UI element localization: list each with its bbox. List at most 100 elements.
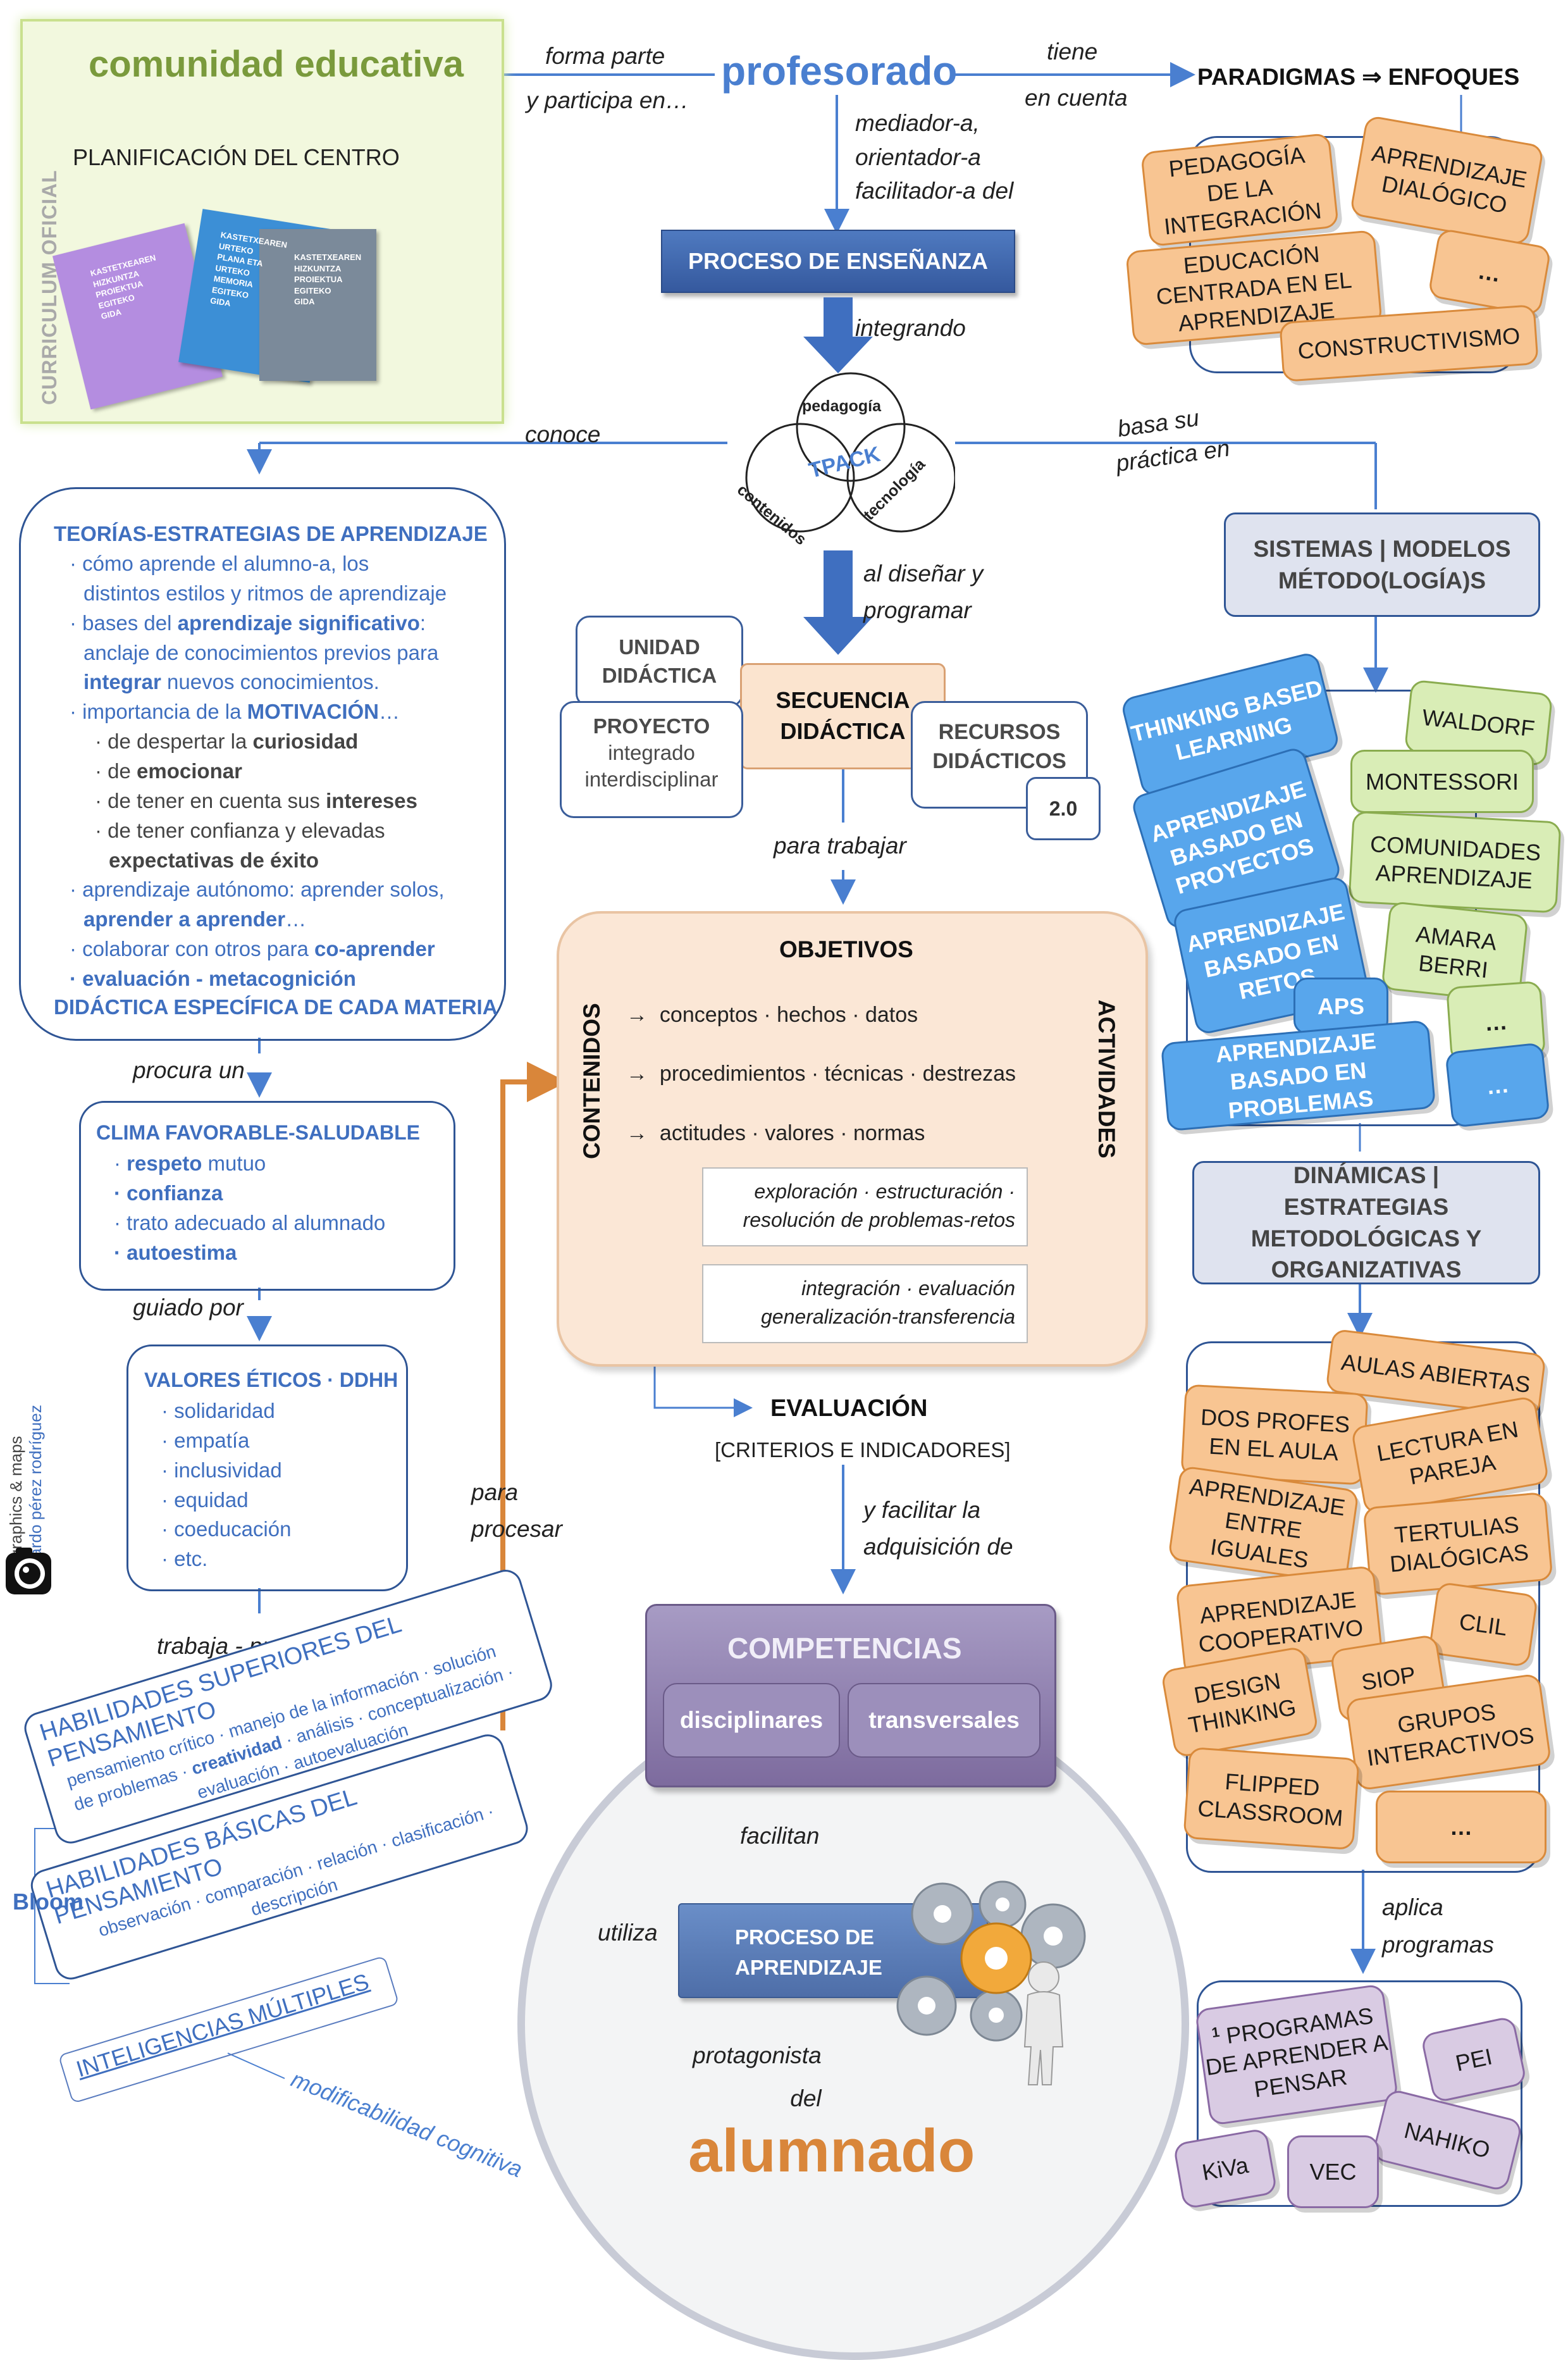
proyecto-sub1: integrado — [608, 741, 695, 764]
bloom-label: Bloom — [13, 1889, 83, 1915]
didactica-label: DIDÁCTICA ESPECÍFICA DE CADA MATERIA — [54, 995, 498, 1019]
estrategia-tertulias: TERTULIAS DIALÓGICAS — [1362, 1491, 1553, 1596]
proceso-ensenanza-label: PROCESO DE ENSEÑANZA — [688, 248, 989, 274]
curriculum-oficial-label: CURRICULUM OFICIAL — [38, 170, 61, 405]
sub-3b: intereses — [326, 788, 417, 812]
clima-1b: respeto — [127, 1152, 202, 1175]
valores-box — [127, 1345, 408, 1591]
teoria-6: · evaluación - metacognición — [70, 967, 356, 991]
tiene-label: tiene — [1047, 39, 1098, 65]
dinamicas-label: DINÁMICAS | ESTRATEGIAS METODOLÓGICAS Y … — [1250, 1162, 1482, 1283]
contenidos-vertical: CONTENIDOS — [579, 1003, 605, 1159]
teoria-2d: anclaje de conocimientos previos para — [83, 640, 439, 664]
clima-list: · respeto mutuo · confianza · trato adec… — [114, 1149, 385, 1267]
obj-arrow-3: → — [626, 1121, 648, 1145]
integrando-label: integrando — [855, 315, 966, 341]
teorias-title: TEORÍAS-ESTRATEGIAS DE APRENDIZAJE — [54, 522, 488, 545]
act1-line2: resolución de problemas-retos — [743, 1208, 1015, 1232]
teoria-2c: : — [419, 611, 426, 635]
valor-2: · empatía — [161, 1428, 250, 1452]
teoria-3c: … — [379, 700, 400, 724]
dinamicas-box: DINÁMICAS | ESTRATEGIAS METODOLÓGICAS Y … — [1192, 1161, 1540, 1284]
web-2-label: 2.0 — [1049, 797, 1078, 820]
disenar-arrow — [803, 550, 873, 655]
participa-label: y participa en… — [526, 87, 689, 113]
competencias-title: COMPETENCIAS — [727, 1632, 962, 1665]
clima-title: CLIMA FAVORABLE-SALUDABLE — [96, 1121, 420, 1144]
clima-4: · autoestima — [114, 1240, 237, 1264]
guiado-label: guiado por — [133, 1295, 244, 1320]
valor-6: · etc. — [161, 1547, 208, 1571]
obj-item-2-label: procedimientos · técnicas · destrezas — [659, 1062, 1016, 1086]
guide-book-3 — [259, 229, 376, 381]
obj-arrow-2: → — [626, 1062, 648, 1086]
teoria-3a: · importancia de la — [70, 700, 247, 724]
procura-label: procura un — [133, 1057, 245, 1083]
estrategia-clil: CLIL — [1428, 1581, 1539, 1668]
proyecto-sub2: interdisciplinar — [584, 767, 719, 791]
teoria-1a: · cómo aprende el alumno-a, los — [70, 552, 369, 575]
act2-line2: generalización-transferencia — [761, 1305, 1015, 1329]
sub-4b: expectativas de éxito — [109, 848, 319, 872]
modelo-aps: APS — [1293, 978, 1388, 1034]
criterios-label: [CRITERIOS E INDICADORES] — [715, 1438, 1011, 1462]
teoria-3b: MOTIVACIÓN — [247, 700, 380, 724]
valor-5: · coeducación — [161, 1517, 292, 1541]
facilitan-label: facilitan — [740, 1823, 820, 1849]
tpack-venn — [745, 372, 955, 533]
enfoque-pedagogia: PEDAGOGÍA DE LA INTEGRACIÓN — [1140, 132, 1340, 247]
estrategia-flipped: FLIPPED CLASSROOM — [1183, 1746, 1360, 1851]
sub-4a: · de tener confianza y elevadas — [95, 818, 385, 842]
clima-1c: mutuo — [202, 1152, 266, 1175]
proceso-aprendizaje-line1: PROCESO DE — [735, 1925, 875, 1949]
modelo-blue-ellipsis: … — [1445, 1042, 1550, 1128]
sub-2b: emocionar — [137, 759, 242, 783]
teoria-4c: … — [285, 907, 307, 931]
obj-arrow-1: → — [626, 1003, 648, 1027]
teorias-box — [19, 487, 506, 1041]
planificacion-label: PLANIFICACIÓN DEL CENTRO — [73, 144, 400, 170]
proyecto-title: PROYECTO — [593, 714, 710, 738]
tpack-pedagogia: pedagogía — [802, 397, 882, 415]
valor-3: · inclusividad — [161, 1458, 282, 1482]
obj-item-1-label: conceptos · hechos · datos — [659, 1003, 918, 1027]
clima-3: · trato adecuado al alumnado — [114, 1210, 386, 1234]
objetivos-title: OBJETIVOS — [779, 936, 913, 962]
obj-item-2: → procedimientos · técnicas · destrezas — [626, 1062, 1016, 1086]
clima-1a: · — [114, 1152, 127, 1175]
teoria-2b: aprendizaje significativo — [177, 611, 420, 635]
act1-line1: exploración · estructuración · — [754, 1180, 1015, 1203]
teoria-1b: distintos estilos y ritmos de aprendizaj… — [83, 581, 447, 605]
comunidad-educativa-title: comunidad educativa — [89, 44, 464, 85]
sub-2a: · de — [95, 759, 137, 783]
gears-icon — [896, 1880, 1086, 2085]
camera-logo-icon — [6, 1548, 51, 1594]
valores-list: · solidaridad · empatía · inclusividad ·… — [161, 1396, 291, 1574]
conoce-label: conoce — [525, 421, 601, 447]
programas-main: PROGRAMAS DE APRENDER A PENSAR — [1204, 2002, 1390, 2102]
teoria-4a: · aprendizaje autónomo: aprender solos, — [70, 878, 445, 902]
en-cuenta-label: en cuenta — [1025, 85, 1128, 111]
valor-1: · solidaridad — [161, 1399, 275, 1422]
teoria-5a: · colaborar con otros para — [70, 937, 315, 961]
sub-1b: curiosidad — [252, 730, 359, 754]
valor-4: · equidad — [161, 1487, 249, 1512]
sistemas-label: SISTEMAS | MODELOS MÉTODO(LOGÍA)S — [1253, 535, 1511, 593]
forma-parte-label: forma parte — [545, 43, 665, 69]
obj-item-3-label: actitudes · valores · normas — [659, 1121, 925, 1145]
utiliza-label: utiliza — [598, 1920, 658, 1946]
paradigmas-enfoques-title: PARADIGMAS ⇒ ENFOQUES — [1197, 64, 1520, 90]
unidad-didactica-box: UNIDAD DIDÁCTICA — [576, 616, 743, 707]
programa-vec: VEC — [1287, 2135, 1379, 2208]
secuencia-didactica-label: SECUENCIA DIDÁCTICA — [775, 687, 910, 744]
teoria-5b: co-aprender — [314, 937, 435, 961]
proceso-aprendizaje-line2: APRENDIZAJE — [735, 1955, 882, 1979]
